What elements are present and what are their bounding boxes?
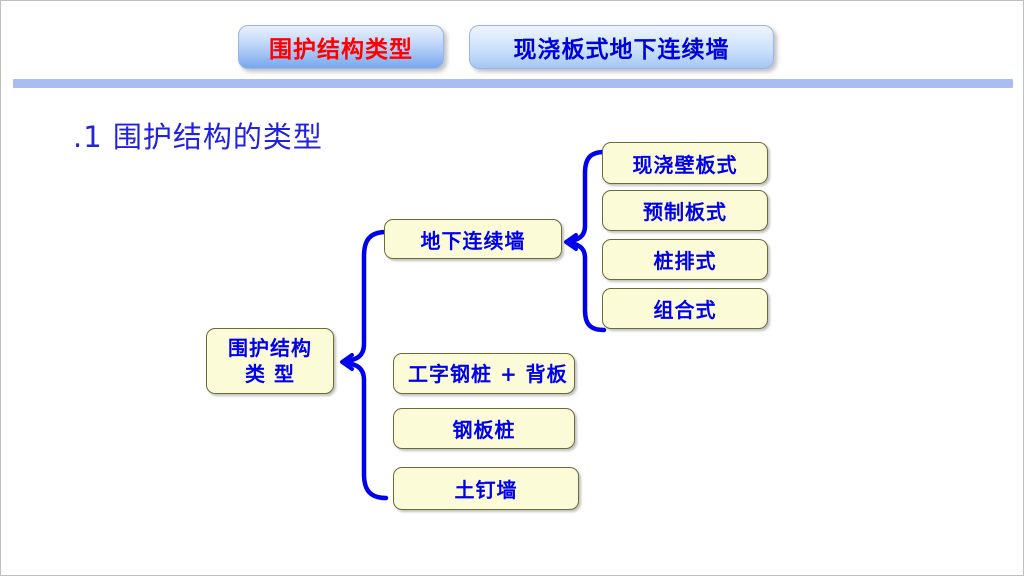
header-divider-rule: [13, 79, 1013, 88]
page-title: .1 围护结构的类型: [73, 120, 323, 154]
header-tab-weihu-jiegou-leixing[interactable]: 围护结构类型: [238, 25, 444, 69]
tree-node-zuheshi[interactable]: 组合式: [602, 288, 768, 329]
tree-node-yuzhi-banshi[interactable]: 预制板式: [602, 190, 768, 231]
tree-node-gangbanzhuang[interactable]: 钢板桩: [393, 408, 575, 449]
tree-node-root[interactable]: 围护结构 类 型: [206, 328, 334, 394]
header-tab-xianjiao-banshi-dixia-lianxuqiang[interactable]: 现浇板式地下连续墙: [469, 25, 774, 69]
tree-node-xianjiao-bibanshi[interactable]: 现浇壁板式: [602, 142, 768, 184]
tree-node-zhuangpaishi[interactable]: 桩排式: [602, 239, 768, 280]
tree-node-gongzi-gangzhuang-beiban[interactable]: 工字钢桩 + 背板: [393, 353, 575, 394]
tree-node-dixia-lianxuqiang[interactable]: 地下连续墙: [384, 219, 562, 259]
brace-connector-root: [340, 229, 389, 501]
tree-node-tudingqiang[interactable]: 土钉墙: [393, 467, 579, 510]
